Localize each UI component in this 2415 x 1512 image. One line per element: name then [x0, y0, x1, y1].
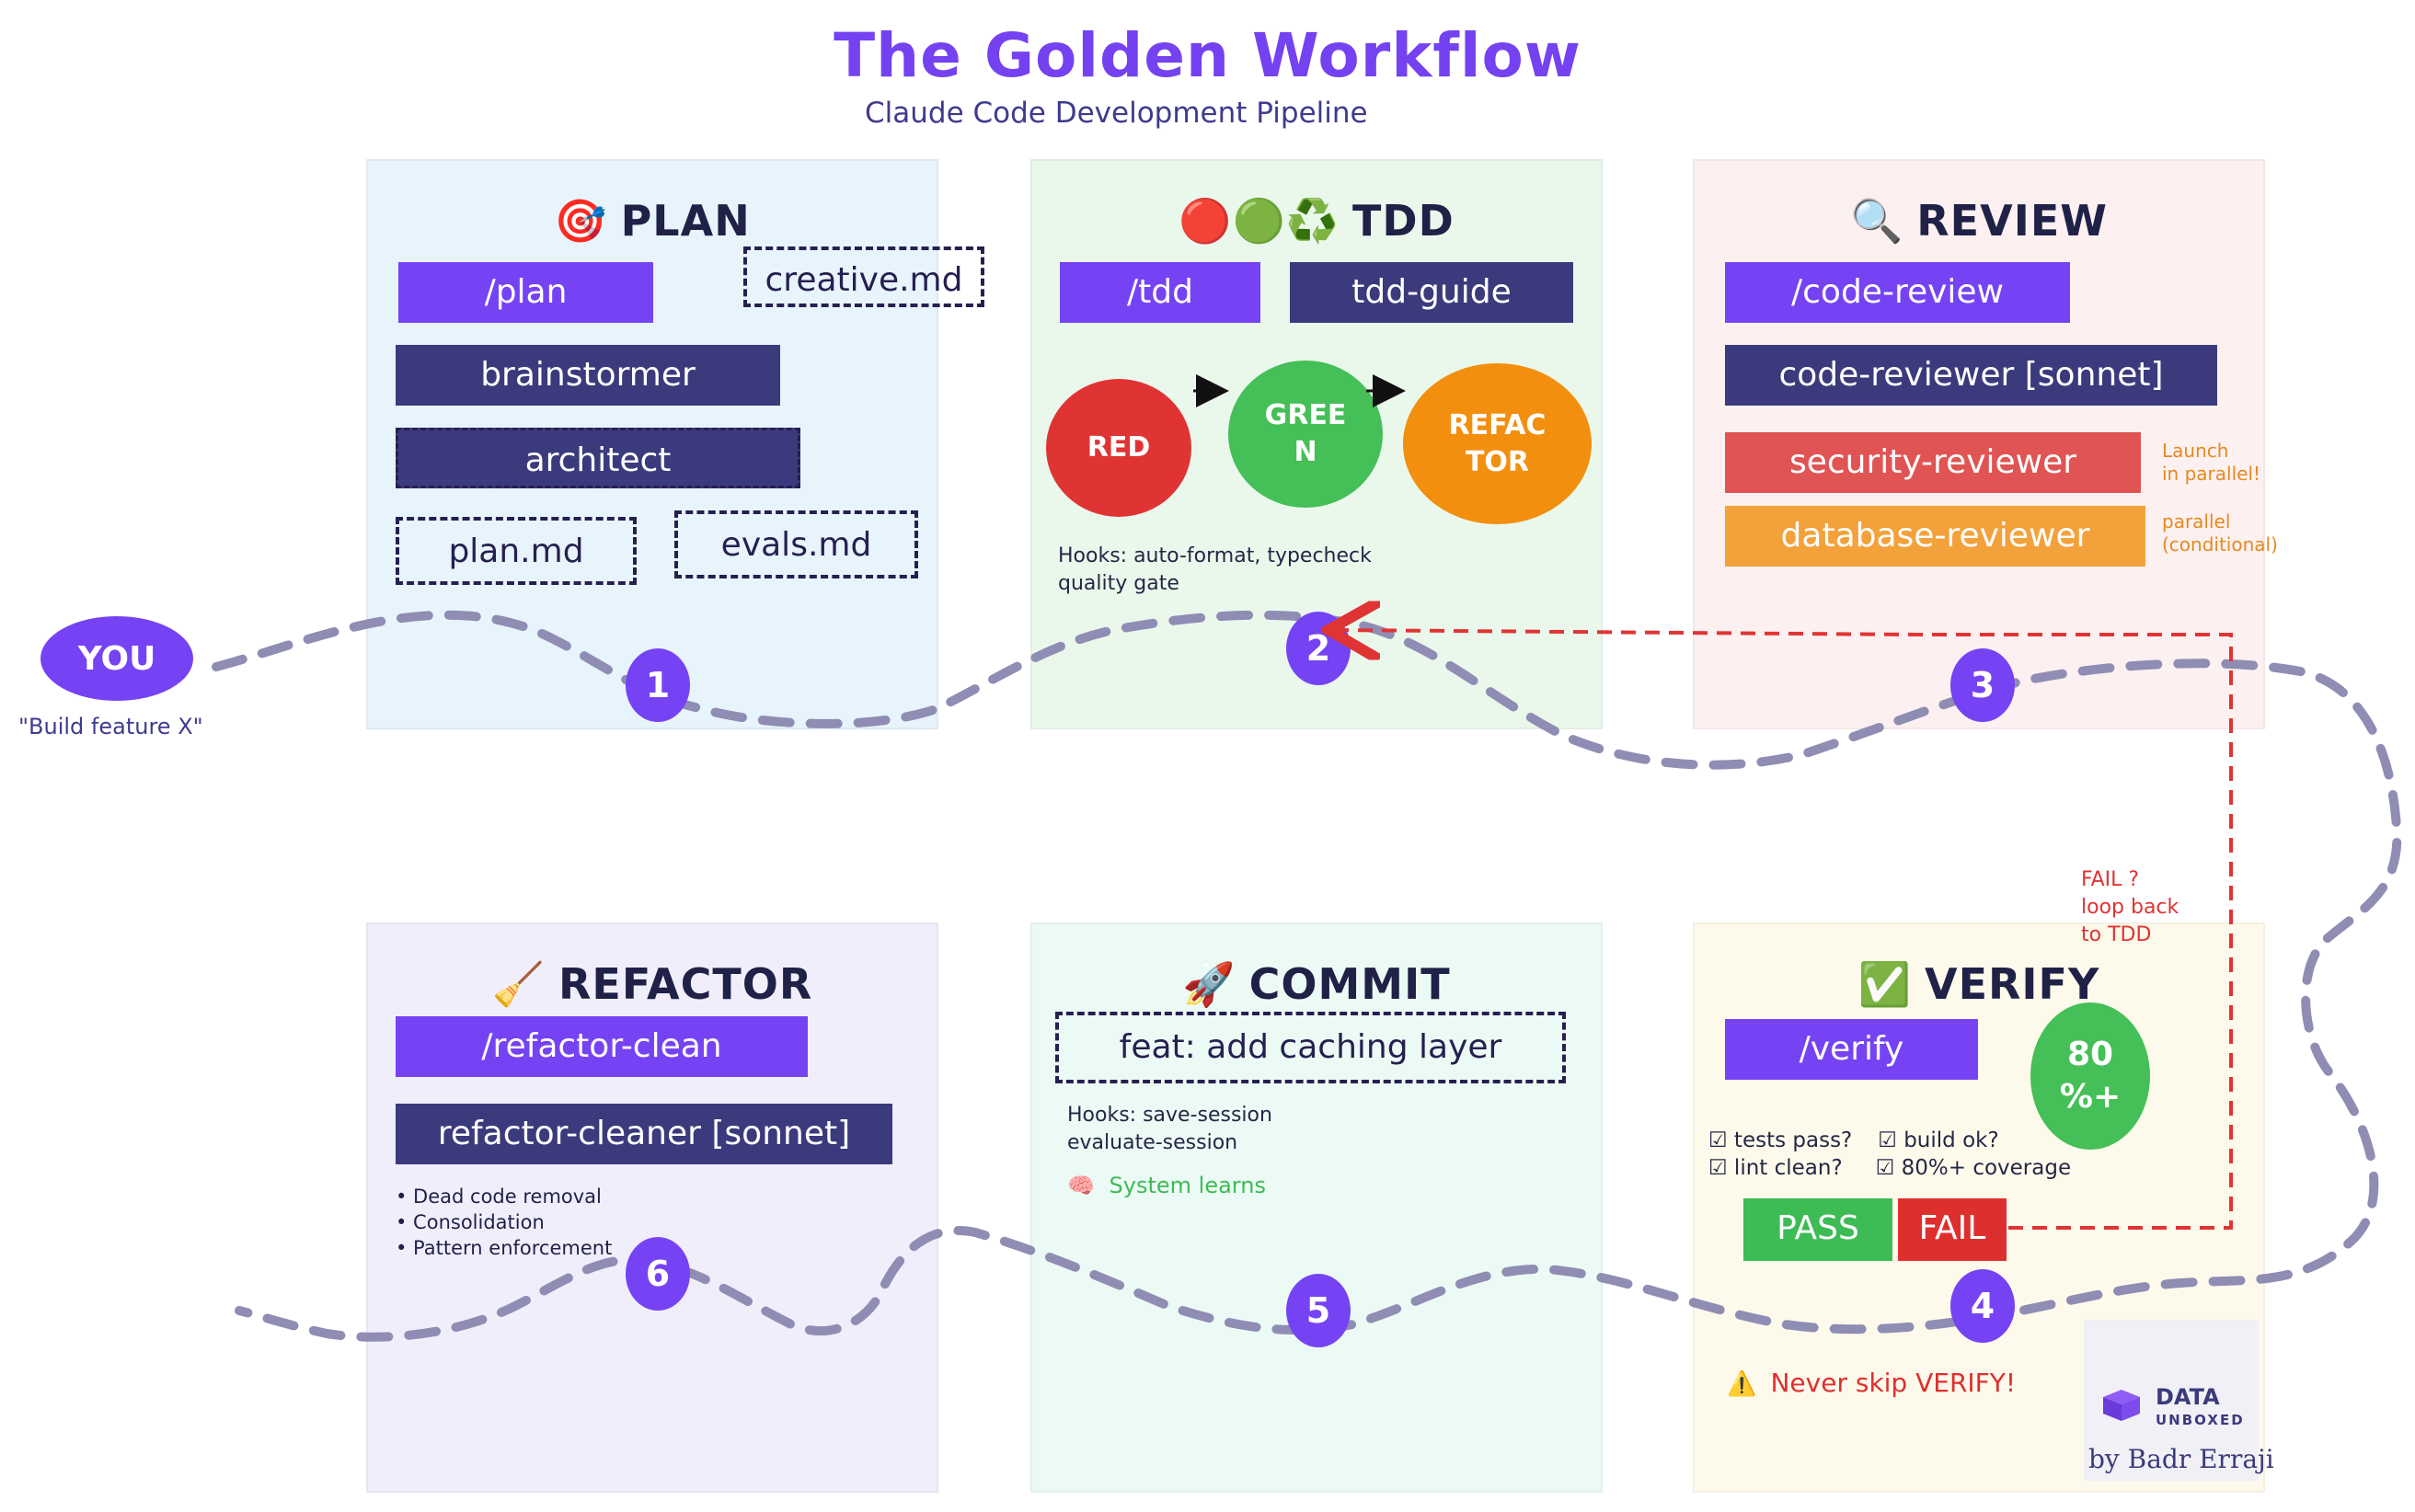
- cycle-refactor: REFAC TOR: [1403, 363, 1592, 524]
- refactor-bullets: • Dead code removal • Consolidation • Pa…: [396, 1184, 612, 1261]
- rocket-icon: 🚀: [1182, 959, 1236, 1009]
- check-lint: ☑ lint clean?: [1708, 1156, 1843, 1180]
- logo-line-2: UNBOXED: [2156, 1412, 2245, 1428]
- warning-icon: ⚠️: [1727, 1370, 1757, 1398]
- author-credit: by Badr Erraji: [2088, 1444, 2274, 1474]
- plan-command-chip: /plan: [398, 262, 653, 323]
- verify-command-chip: /verify: [1725, 1019, 1978, 1080]
- verify-checklist: ☑ tests pass? ☑ build ok? ☑ lint clean? ☑ …: [1708, 1127, 2071, 1182]
- tdd-heading: TDD: [1352, 196, 1455, 246]
- brainstormer-agent: brainstormer: [396, 345, 780, 406]
- loop-back-note: FAIL ? loop back to TDD: [2081, 868, 2179, 946]
- branding-box: DATA UNBOXED by Badr Erraji: [2084, 1320, 2274, 1481]
- commit-panel: 🚀COMMIT: [1030, 922, 1603, 1493]
- broom-icon: 🧹: [491, 959, 546, 1009]
- system-learns: 🧠 System learns: [1067, 1173, 1266, 1198]
- start-quote: "Build feature X": [18, 714, 203, 739]
- tdd-command-chip: /tdd: [1060, 262, 1260, 323]
- box-logo-icon: [2098, 1384, 2145, 1423]
- security-parallel-note: Launch in parallel!: [2162, 440, 2261, 485]
- code-reviewer-agent: code-reviewer [sonnet]: [1725, 345, 2217, 406]
- tdd-hooks: Hooks: auto-format, typecheck quality ga…: [1058, 544, 1372, 595]
- refactor-command-chip: /refactor-clean: [396, 1016, 808, 1077]
- review-heading: REVIEW: [1916, 196, 2108, 246]
- evals-md-file: evals.md: [674, 510, 918, 578]
- plan-heading: PLAN: [620, 196, 751, 246]
- bullet-item: • Consolidation: [396, 1211, 545, 1233]
- database-parallel-note: parallel (conditional): [2162, 510, 2278, 556]
- logo-line-1: DATA: [2156, 1384, 2220, 1410]
- check-build: ☑ build ok?: [1878, 1128, 1999, 1152]
- start-you-badge: YOU: [40, 616, 193, 701]
- magnifier-icon: 🔍: [1849, 196, 1904, 246]
- target-icon: 🎯: [554, 196, 608, 246]
- fail-chip: FAIL: [1898, 1198, 2007, 1261]
- refactor-heading: REFACTOR: [558, 959, 813, 1009]
- cycle-green: GREE N: [1228, 361, 1383, 508]
- architect-agent: architect: [396, 428, 800, 488]
- step-3-marker: 3: [1950, 648, 2015, 722]
- verify-heading: VERIFY: [1924, 959, 2100, 1009]
- step-4-marker: 4: [1950, 1269, 2015, 1343]
- commit-heading: COMMIT: [1248, 959, 1451, 1009]
- check-coverage: ☑ 80%+ coverage: [1875, 1156, 2072, 1180]
- check-icon: ✅: [1857, 959, 1912, 1009]
- database-reviewer-agent: database-reviewer: [1725, 506, 2145, 567]
- step-6-marker: 6: [626, 1237, 690, 1311]
- cycle-red: RED: [1046, 379, 1191, 517]
- plan-md-file: plan.md: [396, 517, 637, 585]
- brain-icon: 🧠: [1067, 1173, 1095, 1198]
- page-subtitle: Claude Code Development Pipeline: [865, 97, 1368, 130]
- creative-md-file: creative.md: [743, 246, 984, 307]
- check-tests: ☑ tests pass?: [1708, 1128, 1853, 1152]
- tdd-guide-agent: tdd-guide: [1290, 262, 1573, 323]
- traffic-lights-icon: 🔴🟢♻️: [1179, 196, 1340, 246]
- step-2-marker: 2: [1286, 612, 1351, 685]
- bullet-item: • Pattern enforcement: [396, 1237, 613, 1259]
- commit-hooks: Hooks: save-session evaluate-session: [1067, 1104, 1272, 1154]
- step-5-marker: 5: [1286, 1274, 1351, 1347]
- page-title: The Golden Workflow: [834, 20, 1581, 91]
- bullet-item: • Dead code removal: [396, 1186, 602, 1208]
- verify-warning: ⚠️ Never skip VERIFY!: [1727, 1368, 2017, 1398]
- commit-message: feat: add caching layer: [1055, 1012, 1566, 1083]
- security-reviewer-agent: security-reviewer: [1725, 432, 2141, 493]
- step-1-marker: 1: [626, 648, 690, 722]
- code-review-command-chip: /code-review: [1725, 262, 2070, 323]
- pass-chip: PASS: [1743, 1198, 1892, 1261]
- refactor-cleaner-agent: refactor-cleaner [sonnet]: [396, 1104, 892, 1164]
